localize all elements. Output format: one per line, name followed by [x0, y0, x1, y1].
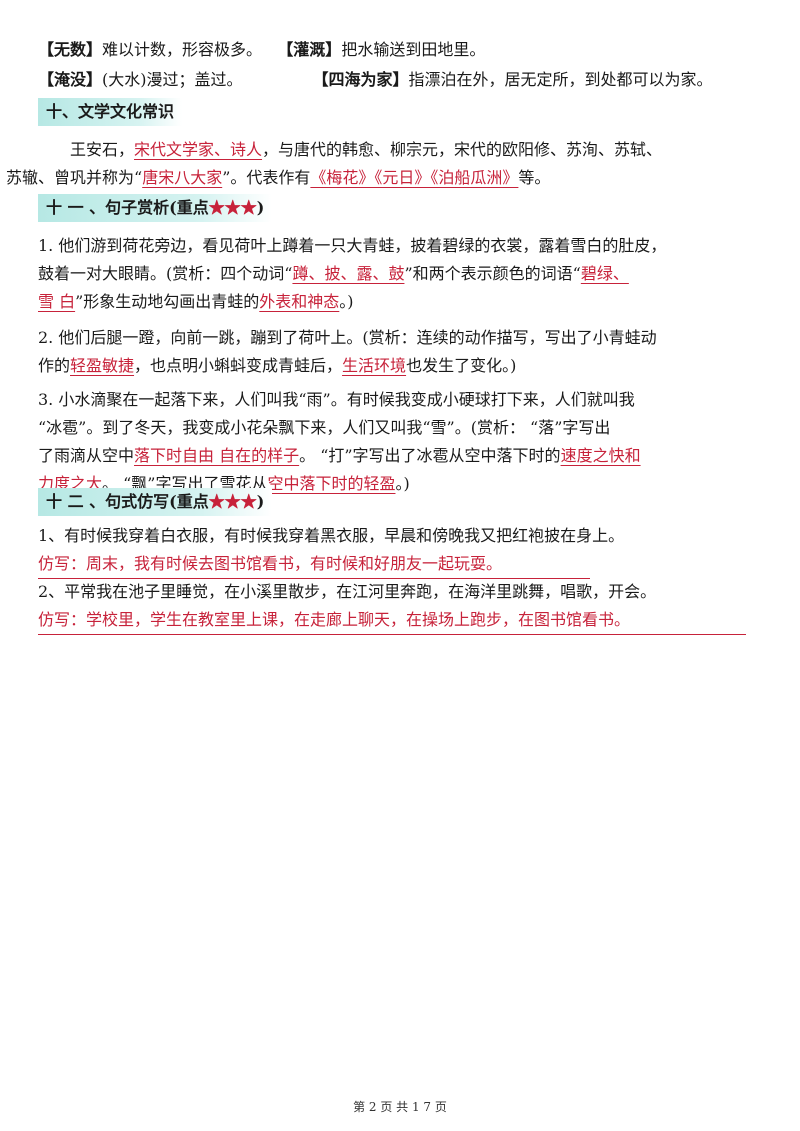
vocab-def: 把水输送到田地里。 [341, 40, 486, 59]
sentence-analysis-3: 3. 小水滴聚在一起落下来，人们叫我“雨”。有时候我变成小硬球打下来，人们就叫我… [38, 390, 641, 493]
imitation-source-2: 2、平常我在池子里睡觉，在小溪里散步，在江河里奔跑，在海洋里跳舞，唱歌，开会。 [38, 582, 657, 601]
imitation-answer-2: 仿写：学校里，学生在教室里上课，在走廊上聊天，在操场上跑步，在图书馆看书。 [38, 606, 766, 635]
imitation-source-1: 1、有时候我穿着白衣服，有时候我穿着黑衣服，早晨和傍晚我又把红袍披在身上。 [38, 526, 625, 545]
section-10-paragraph: 王安石，宋代文学家、诗人，与唐代的韩愈、柳宗元，宋代的欧阳修、苏洵、苏轼、 苏辙… [6, 140, 663, 187]
vocab-term: 【淹没】 [38, 70, 103, 89]
vocab-term: 【无数】 [38, 40, 103, 59]
section-11-heading: 十 一 、句子赏析(重点★★★) [38, 194, 273, 222]
vocab-def: 指漂泊在外，居无定所，到处都可以为家。 [408, 70, 713, 89]
sentence-analysis-1: 1. 他们游到荷花旁边，看见荷叶上蹲着一只大青蛙，披着碧绿的衣裳，露着雪白的肚皮… [38, 236, 667, 311]
sentence-analysis-2: 2. 他们后腿一蹬，向前一跳，蹦到了荷叶上。(赏析：连续的动作描写，写出了小青蛙… [38, 328, 657, 375]
vocab-line-1: 【无数】难以计数，形容极多。 【灌溉】把水输送到田地里。 [38, 36, 766, 64]
vocab-term: 【灌溉】 [277, 40, 342, 59]
vocab-term: 【四海为家】 [312, 70, 409, 89]
imitation-answer-1: 仿写：周末，我有时候去图书馆看书，有时候和好朋友一起玩耍。 [38, 550, 766, 579]
vocab-def: 难以计数，形容极多。 [102, 40, 263, 59]
section-10-heading: 十、文学文化常识 [38, 98, 183, 126]
page-footer: 第 2 页 共 1 7 页 [353, 1100, 447, 1114]
vocab-line-2: 【淹没】(大水)漫过；盖过。 【四海为家】指漂泊在外，居无定所，到处都可以为家。 [38, 66, 766, 94]
vocab-def: (大水)漫过；盖过。 [102, 70, 243, 89]
importance-stars: ★★★ [208, 492, 257, 511]
section-12-heading: 十 二 、句式仿写(重点★★★) [38, 488, 273, 516]
importance-stars: ★★★ [208, 198, 257, 217]
